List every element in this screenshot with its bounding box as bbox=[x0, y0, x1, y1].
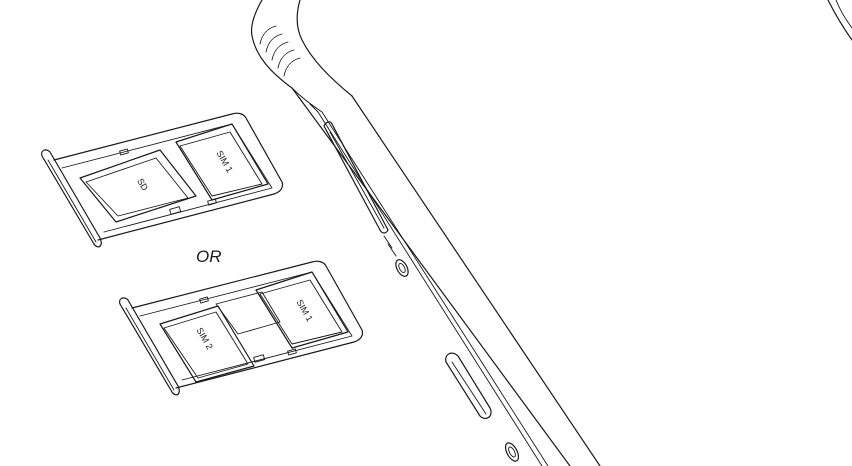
tray-top-sd-label: SD bbox=[135, 177, 150, 193]
tray-bottom-sim2-label: SIM 2 bbox=[194, 326, 214, 351]
or-separator: OR bbox=[196, 247, 222, 266]
phone-body bbox=[250, 0, 852, 466]
sim-tray-top: SD SIM 1 bbox=[41, 112, 284, 248]
tray-top-sim1-label: SIM 1 bbox=[214, 149, 234, 174]
sim-tray-bottom: SIM 2 SIM 1 bbox=[119, 260, 364, 396]
tray-bottom-sim1-label: SIM 1 bbox=[294, 298, 314, 323]
